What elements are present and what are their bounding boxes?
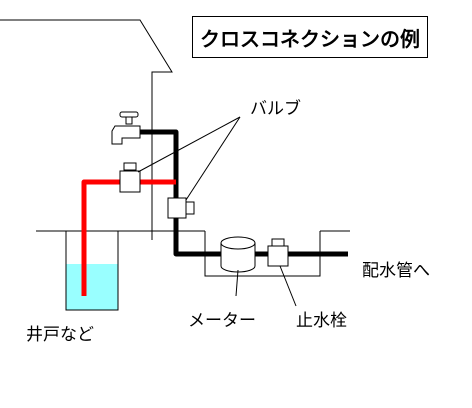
diagram-title: クロスコネクションの例	[192, 16, 428, 58]
stop-valve-label: 止水栓	[296, 311, 347, 331]
stop-valve-icon	[267, 238, 289, 267]
house-roof	[0, 19, 173, 240]
valve-on-city-pipe-icon	[167, 197, 195, 219]
well-walls	[65, 231, 119, 311]
valve-on-well-pipe-icon	[119, 162, 141, 193]
well	[65, 231, 119, 311]
valve-leader-lines	[137, 116, 241, 201]
meter-label: メーター	[188, 311, 256, 331]
well-pipe	[81, 179, 176, 296]
well-water	[66, 264, 118, 310]
water-meter-icon	[220, 236, 256, 273]
valve-label: バルブ	[250, 98, 301, 119]
house	[0, 19, 173, 240]
component-leader-lines	[235, 265, 297, 307]
city-water-pipe	[140, 129, 348, 257]
faucet-icon	[111, 111, 141, 145]
well-label: 井戸など	[26, 325, 94, 345]
water-main-label: 配水管へ	[362, 261, 430, 281]
